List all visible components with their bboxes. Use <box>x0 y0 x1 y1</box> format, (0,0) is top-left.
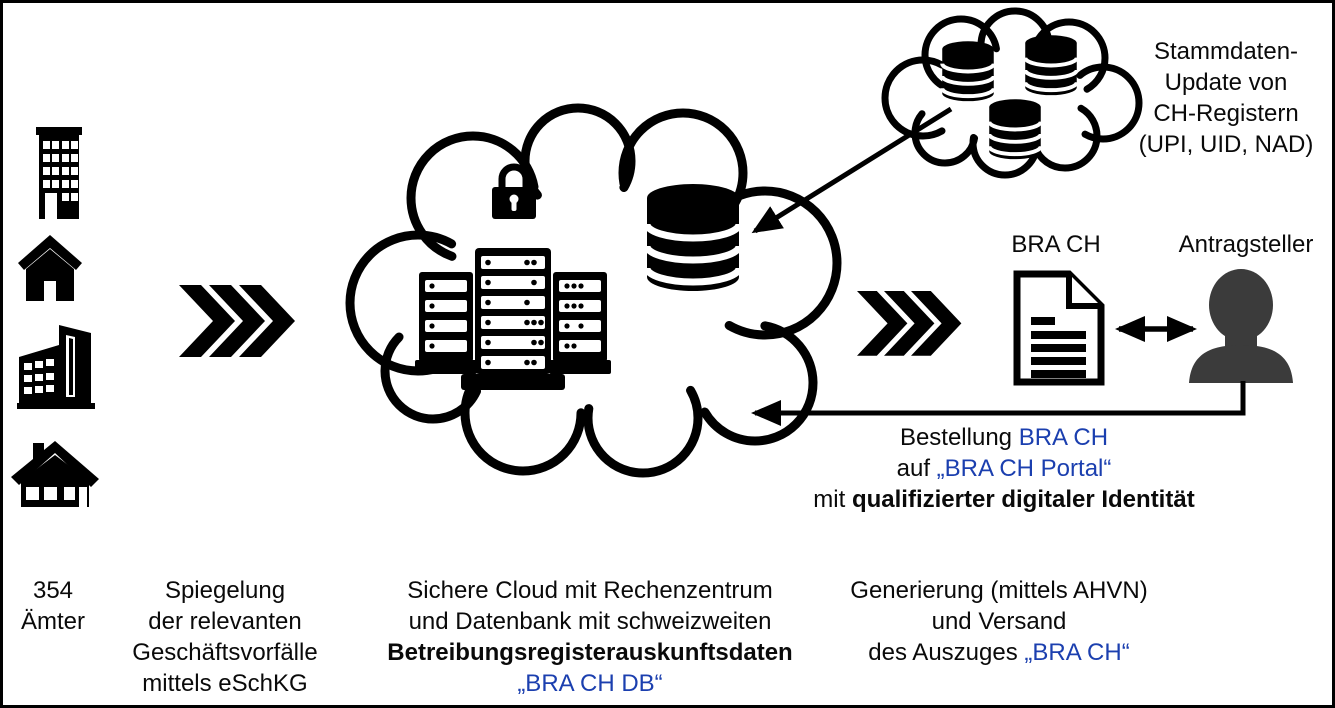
office-tower-icon <box>36 127 82 219</box>
database-icon <box>987 97 1043 162</box>
order-note-line1: Bestellung BRA CH <box>768 422 1240 453</box>
caption-line-blue: „BRA CH DB“ <box>517 670 663 697</box>
caption-cloud: Sichere Cloud mit Rechenzentrum und Date… <box>355 575 825 699</box>
cottage-icon <box>11 441 99 507</box>
person-icon <box>1189 269 1293 383</box>
order-note-line2: auf „BRA CH Portal“ <box>768 453 1240 484</box>
offices-word: Ämter <box>20 608 85 635</box>
caption-text: des Auszuges <box>868 639 1025 666</box>
order-text: auf <box>896 455 937 482</box>
caption-registers: Stammdaten- Update von CH-Registern (UPI… <box>1115 36 1332 160</box>
server-rack-icon <box>415 248 611 390</box>
database-icon <box>647 184 739 291</box>
caption-mirroring: Spiegelung der relevanten Geschäftsvorfä… <box>75 575 375 699</box>
order-note: Bestellung BRA CH auf „BRA CH Portal“ mi… <box>768 422 1240 515</box>
request-arrow <box>751 381 1246 426</box>
order-note-line3: mit qualifizierter digitaler Identität <box>768 484 1240 515</box>
lock-icon <box>492 163 536 219</box>
caption-line: mittels eSchKG <box>142 670 308 697</box>
caption-line: Stammdaten- <box>1153 38 1299 65</box>
order-text: Bestellung <box>899 424 1019 451</box>
document-label-text: BRA CH <box>1011 231 1101 258</box>
database-icon <box>1023 33 1079 98</box>
caption-line: Geschäftsvorfälle <box>132 639 318 666</box>
flow-chevrons-icon <box>179 285 295 357</box>
offices-count: 354 <box>32 577 74 604</box>
caption-line: und Versand <box>931 608 1067 635</box>
flow-chevrons-icon <box>857 291 962 356</box>
database-icon <box>940 39 996 104</box>
office-building-icon <box>17 325 95 409</box>
caption-offices: 354 Ämter <box>3 575 103 637</box>
caption-line: und Datenbank mit schweizweiten <box>408 608 772 635</box>
label-applicant: Antragsteller <box>1161 229 1331 260</box>
caption-line: Spiegelung <box>164 577 286 604</box>
caption-line: Generierung (mittels AHVN) <box>850 577 1148 604</box>
order-text: mit <box>813 486 852 513</box>
diagram-graphics <box>11 7 1293 507</box>
order-text-blue: BRA CH <box>1018 424 1109 451</box>
caption-line-mixed: des Auszuges „BRA CH“ <box>803 637 1195 668</box>
caption-line: (UPI, UID, NAD) <box>1138 131 1314 158</box>
caption-line: Sichere Cloud mit Rechenzentrum <box>407 577 773 604</box>
caption-generation: Generierung (mittels AHVN) und Versand d… <box>803 575 1195 668</box>
house-icon <box>18 235 82 301</box>
caption-line: der relevanten <box>148 608 302 635</box>
document-icon <box>1013 270 1105 386</box>
label-document: BRA CH <box>1006 229 1106 260</box>
caption-text-blue: „BRA CH“ <box>1024 639 1130 666</box>
caption-line-bold: Betreibungsregisterauskunftsdaten <box>387 639 793 666</box>
caption-line: CH-Registern <box>1153 100 1299 127</box>
order-text-blue: „BRA CH Portal“ <box>936 455 1112 482</box>
update-arrow <box>751 106 953 234</box>
applicant-label-text: Antragsteller <box>1178 231 1314 258</box>
order-text-bold: qualifizierter digitaler Identität <box>851 486 1195 513</box>
caption-line: Update von <box>1164 69 1288 96</box>
